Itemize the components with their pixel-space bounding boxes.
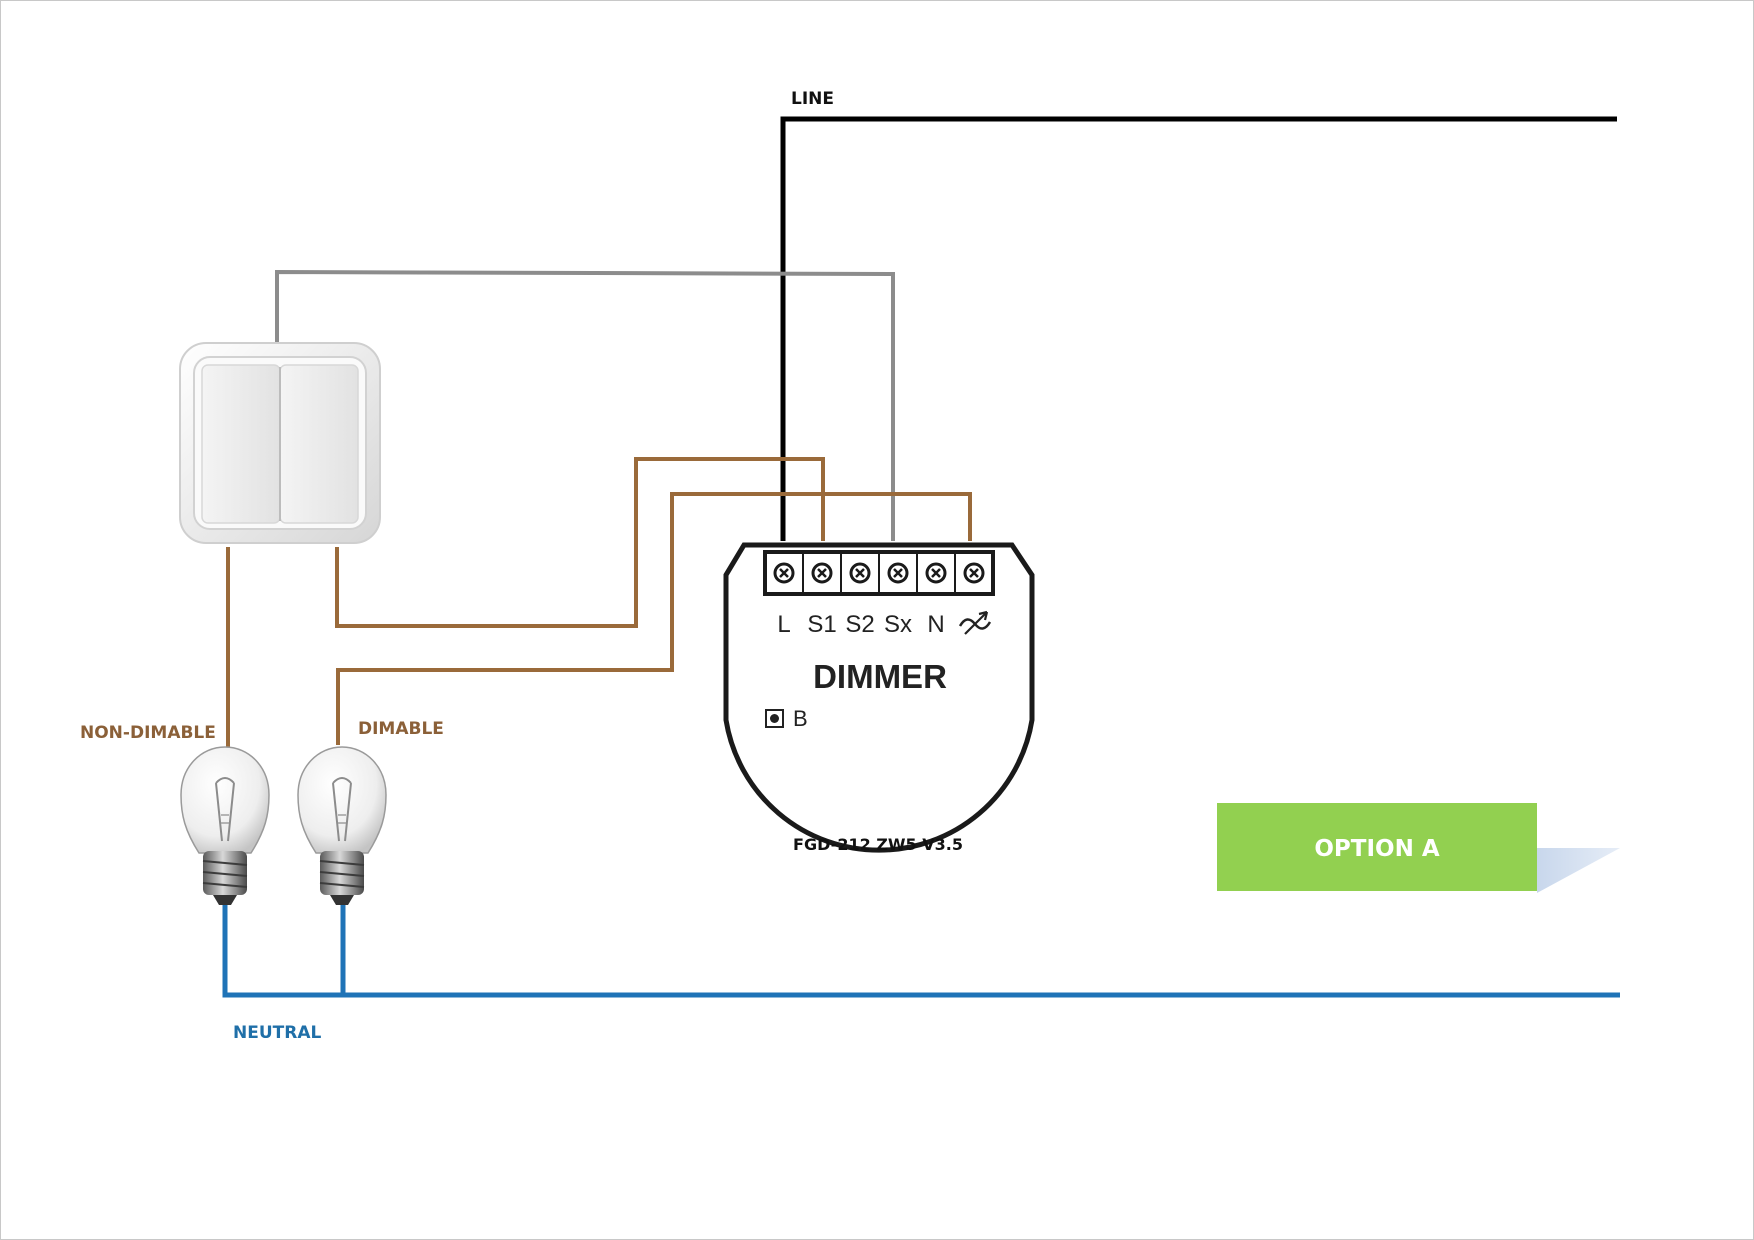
dimable-label: DIMABLE (358, 719, 444, 739)
switch-rocker-left (201, 364, 281, 524)
switch-rocker-right (279, 364, 359, 524)
terminal-screw-output (963, 562, 985, 584)
dimmer-module: L S1 S2 Sx N DIMMER B (723, 542, 1035, 853)
dimmer-model-label: FGD-212 ZW5 V3.5 (793, 835, 963, 854)
s1-switch-wire (335, 457, 825, 628)
non-dimmable-bulb (180, 746, 270, 906)
dimmer-b-button-label: B (793, 706, 808, 731)
terminal-label-s1: S1 (807, 611, 836, 638)
option-badge-text: OPTION A (1314, 836, 1439, 862)
terminal-screw-s1 (811, 562, 833, 584)
terminal-label-sx: Sx (884, 611, 912, 638)
terminal-label-l: L (777, 611, 790, 638)
option-badge-box (1217, 803, 1537, 891)
terminal-screw-l (773, 562, 795, 584)
neutral-label: NEUTRAL (233, 1023, 321, 1043)
neutral-wire (222, 888, 1620, 998)
terminal-screw-sx (887, 562, 909, 584)
terminal-screw-s2 (849, 562, 871, 584)
load-wires (226, 457, 972, 748)
line-label: LINE (791, 89, 834, 109)
wall-switch (179, 342, 381, 544)
line-wire (780, 116, 1617, 541)
option-badge: OPTION A (1217, 803, 1620, 893)
dimmer-output-icon (958, 610, 992, 635)
dimmable-bulb (297, 746, 387, 906)
terminal-label-n: N (927, 611, 944, 638)
switch-common-wire (275, 269, 895, 541)
non-dimable-label: NON-DIMABLE (80, 723, 216, 743)
dimmer-housing (723, 542, 1035, 853)
terminal-label-s2: S2 (845, 611, 874, 638)
dimmer-b-button[interactable] (765, 709, 784, 728)
dimmer-title: DIMMER (813, 658, 947, 695)
terminal-screw-n (925, 562, 947, 584)
dimmer-output-wire (336, 492, 972, 745)
